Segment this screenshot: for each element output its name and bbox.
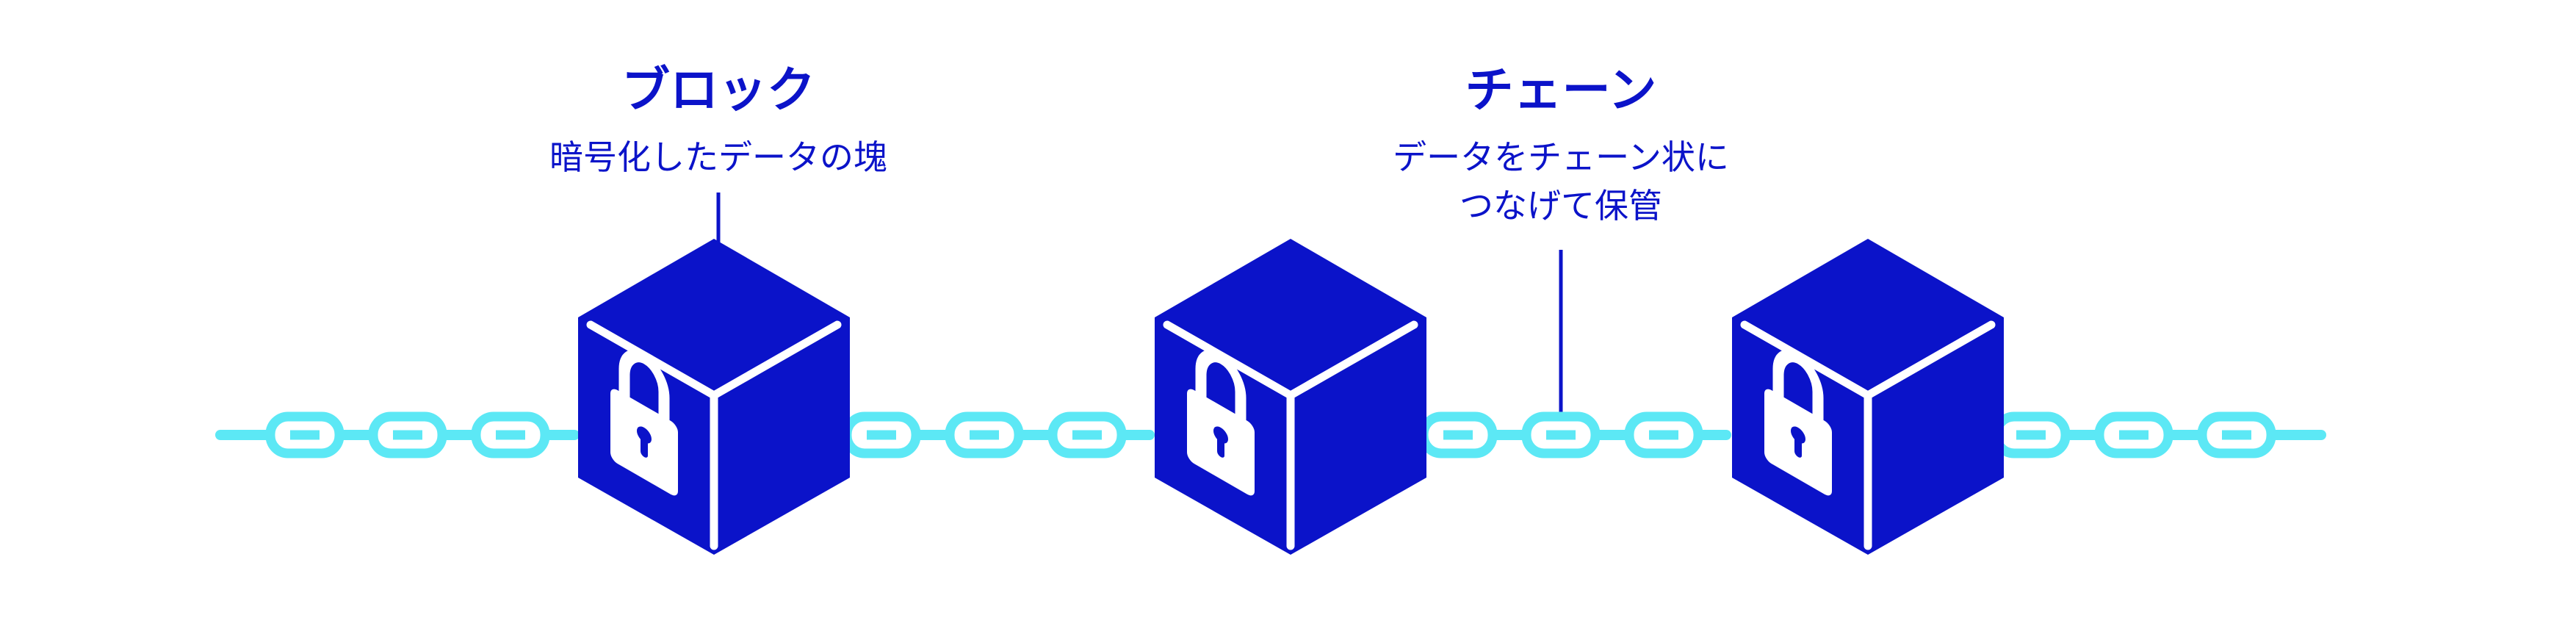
chain-link-icon <box>842 411 921 458</box>
chain-link-icon <box>1418 411 1498 458</box>
padlock-icon <box>1187 349 1255 496</box>
block-label-description: 暗号化したデータの塊 <box>549 137 887 177</box>
blocks <box>578 239 2004 555</box>
chain-label-title: チェーン <box>1465 62 1657 118</box>
chain-link-icon <box>2197 411 2276 458</box>
chain-link-icon <box>1991 411 2071 458</box>
chain-link-icon <box>945 411 1024 458</box>
locked-cube-icon <box>1732 239 2004 555</box>
block-label-title: ブロック <box>621 62 815 118</box>
chain-link-icon <box>265 411 344 458</box>
chain-links <box>215 411 2326 458</box>
chain-link-icon <box>1521 411 1601 458</box>
chain-label-description-line2: つなげて保管 <box>1460 186 1662 226</box>
chain-label-description-line1: データをチェーン状に <box>1393 137 1729 177</box>
chain-link-icon <box>1624 411 1703 458</box>
locked-cube-icon <box>578 239 850 555</box>
chain-link-icon <box>2094 411 2173 458</box>
chain-link-icon <box>1047 411 1127 458</box>
padlock-icon <box>610 349 678 496</box>
locked-cube-icon <box>1155 239 1426 555</box>
padlock-icon <box>1764 349 1832 496</box>
chain-link-icon <box>368 411 447 458</box>
chain-link-icon <box>471 411 550 458</box>
